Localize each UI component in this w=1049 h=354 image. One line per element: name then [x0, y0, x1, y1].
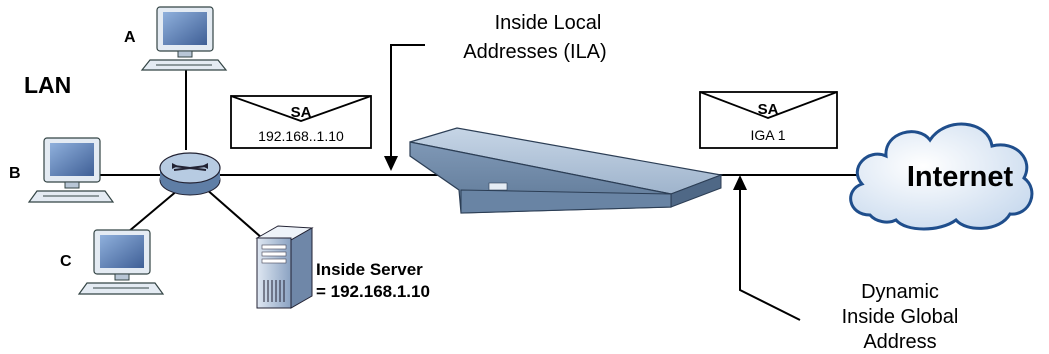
cable-server — [204, 187, 263, 239]
host-a-computer-icon — [140, 6, 228, 71]
ila-arrow — [384, 44, 425, 171]
server-icon — [255, 225, 314, 309]
packet-left-address: 192.168..1.10 — [258, 128, 344, 144]
host-b-computer-icon — [27, 137, 115, 203]
internet-label: Internet — [907, 161, 1014, 193]
host-c-label: C — [60, 253, 72, 270]
packet-left-header: SA — [291, 104, 312, 121]
internet-cloud-icon — [849, 122, 1034, 231]
ila-label-line2: Addresses (ILA) — [463, 41, 606, 63]
router-device-icon — [409, 127, 724, 214]
lan-label: LAN — [24, 72, 71, 98]
ila-label-line1: Inside Local — [495, 12, 602, 34]
server-label-line2: = 192.168.1.10 — [316, 282, 430, 301]
iga-arrow — [733, 175, 801, 321]
host-c-computer-icon — [77, 229, 165, 295]
host-b-label: B — [9, 165, 21, 182]
switch-icon — [159, 152, 221, 196]
packet-envelope-left — [230, 95, 372, 149]
iga-label-line3: Address — [863, 331, 936, 353]
server-label-line1: Inside Server — [316, 260, 423, 279]
iga-label-line2: Inside Global — [842, 306, 959, 328]
packet-envelope-right — [699, 91, 838, 149]
cable-host-c — [127, 189, 179, 233]
host-a-label: A — [124, 29, 136, 46]
packet-right-header: SA — [758, 101, 779, 118]
packet-right-address: IGA 1 — [750, 127, 785, 143]
iga-label-line1: Dynamic — [861, 281, 939, 303]
